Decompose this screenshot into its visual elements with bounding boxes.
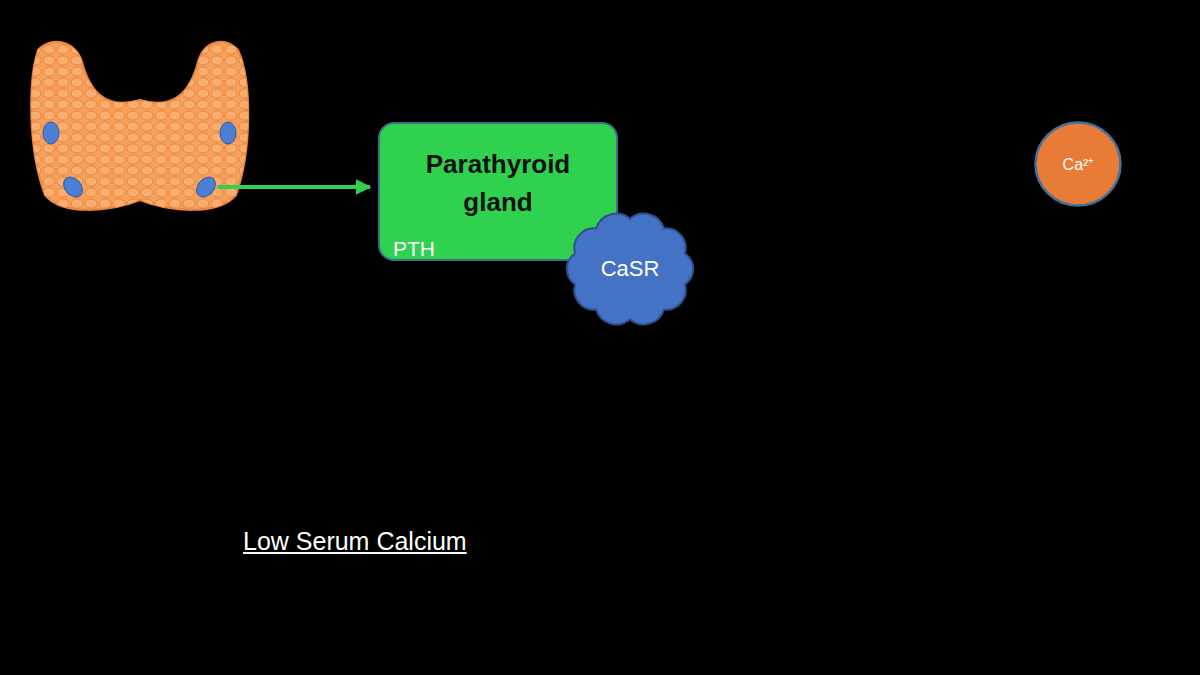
thyroid-lobes: [31, 42, 248, 210]
hormone-label: PTH: [393, 237, 435, 261]
thyroid-illustration: [31, 42, 248, 210]
cloud-shape: [567, 214, 693, 325]
receptor-label: CaSR: [601, 256, 660, 282]
ion-circle: Ca²⁺: [1034, 121, 1122, 207]
ion-label: Ca²⁺: [1063, 153, 1094, 175]
parathyroid-spot: [193, 173, 219, 200]
pointer-arrow: [218, 185, 370, 189]
receptor-cloud: CaSR: [558, 203, 702, 335]
thyroid-texture: [31, 42, 248, 210]
condition-label: Low Serum Calcium: [243, 527, 467, 556]
box-title: Parathyroid gland: [394, 146, 602, 221]
parathyroid-spot: [43, 122, 59, 144]
parathyroid-spot: [60, 173, 86, 200]
parathyroid-spot: [220, 122, 236, 144]
circle-shape: [1036, 123, 1121, 206]
